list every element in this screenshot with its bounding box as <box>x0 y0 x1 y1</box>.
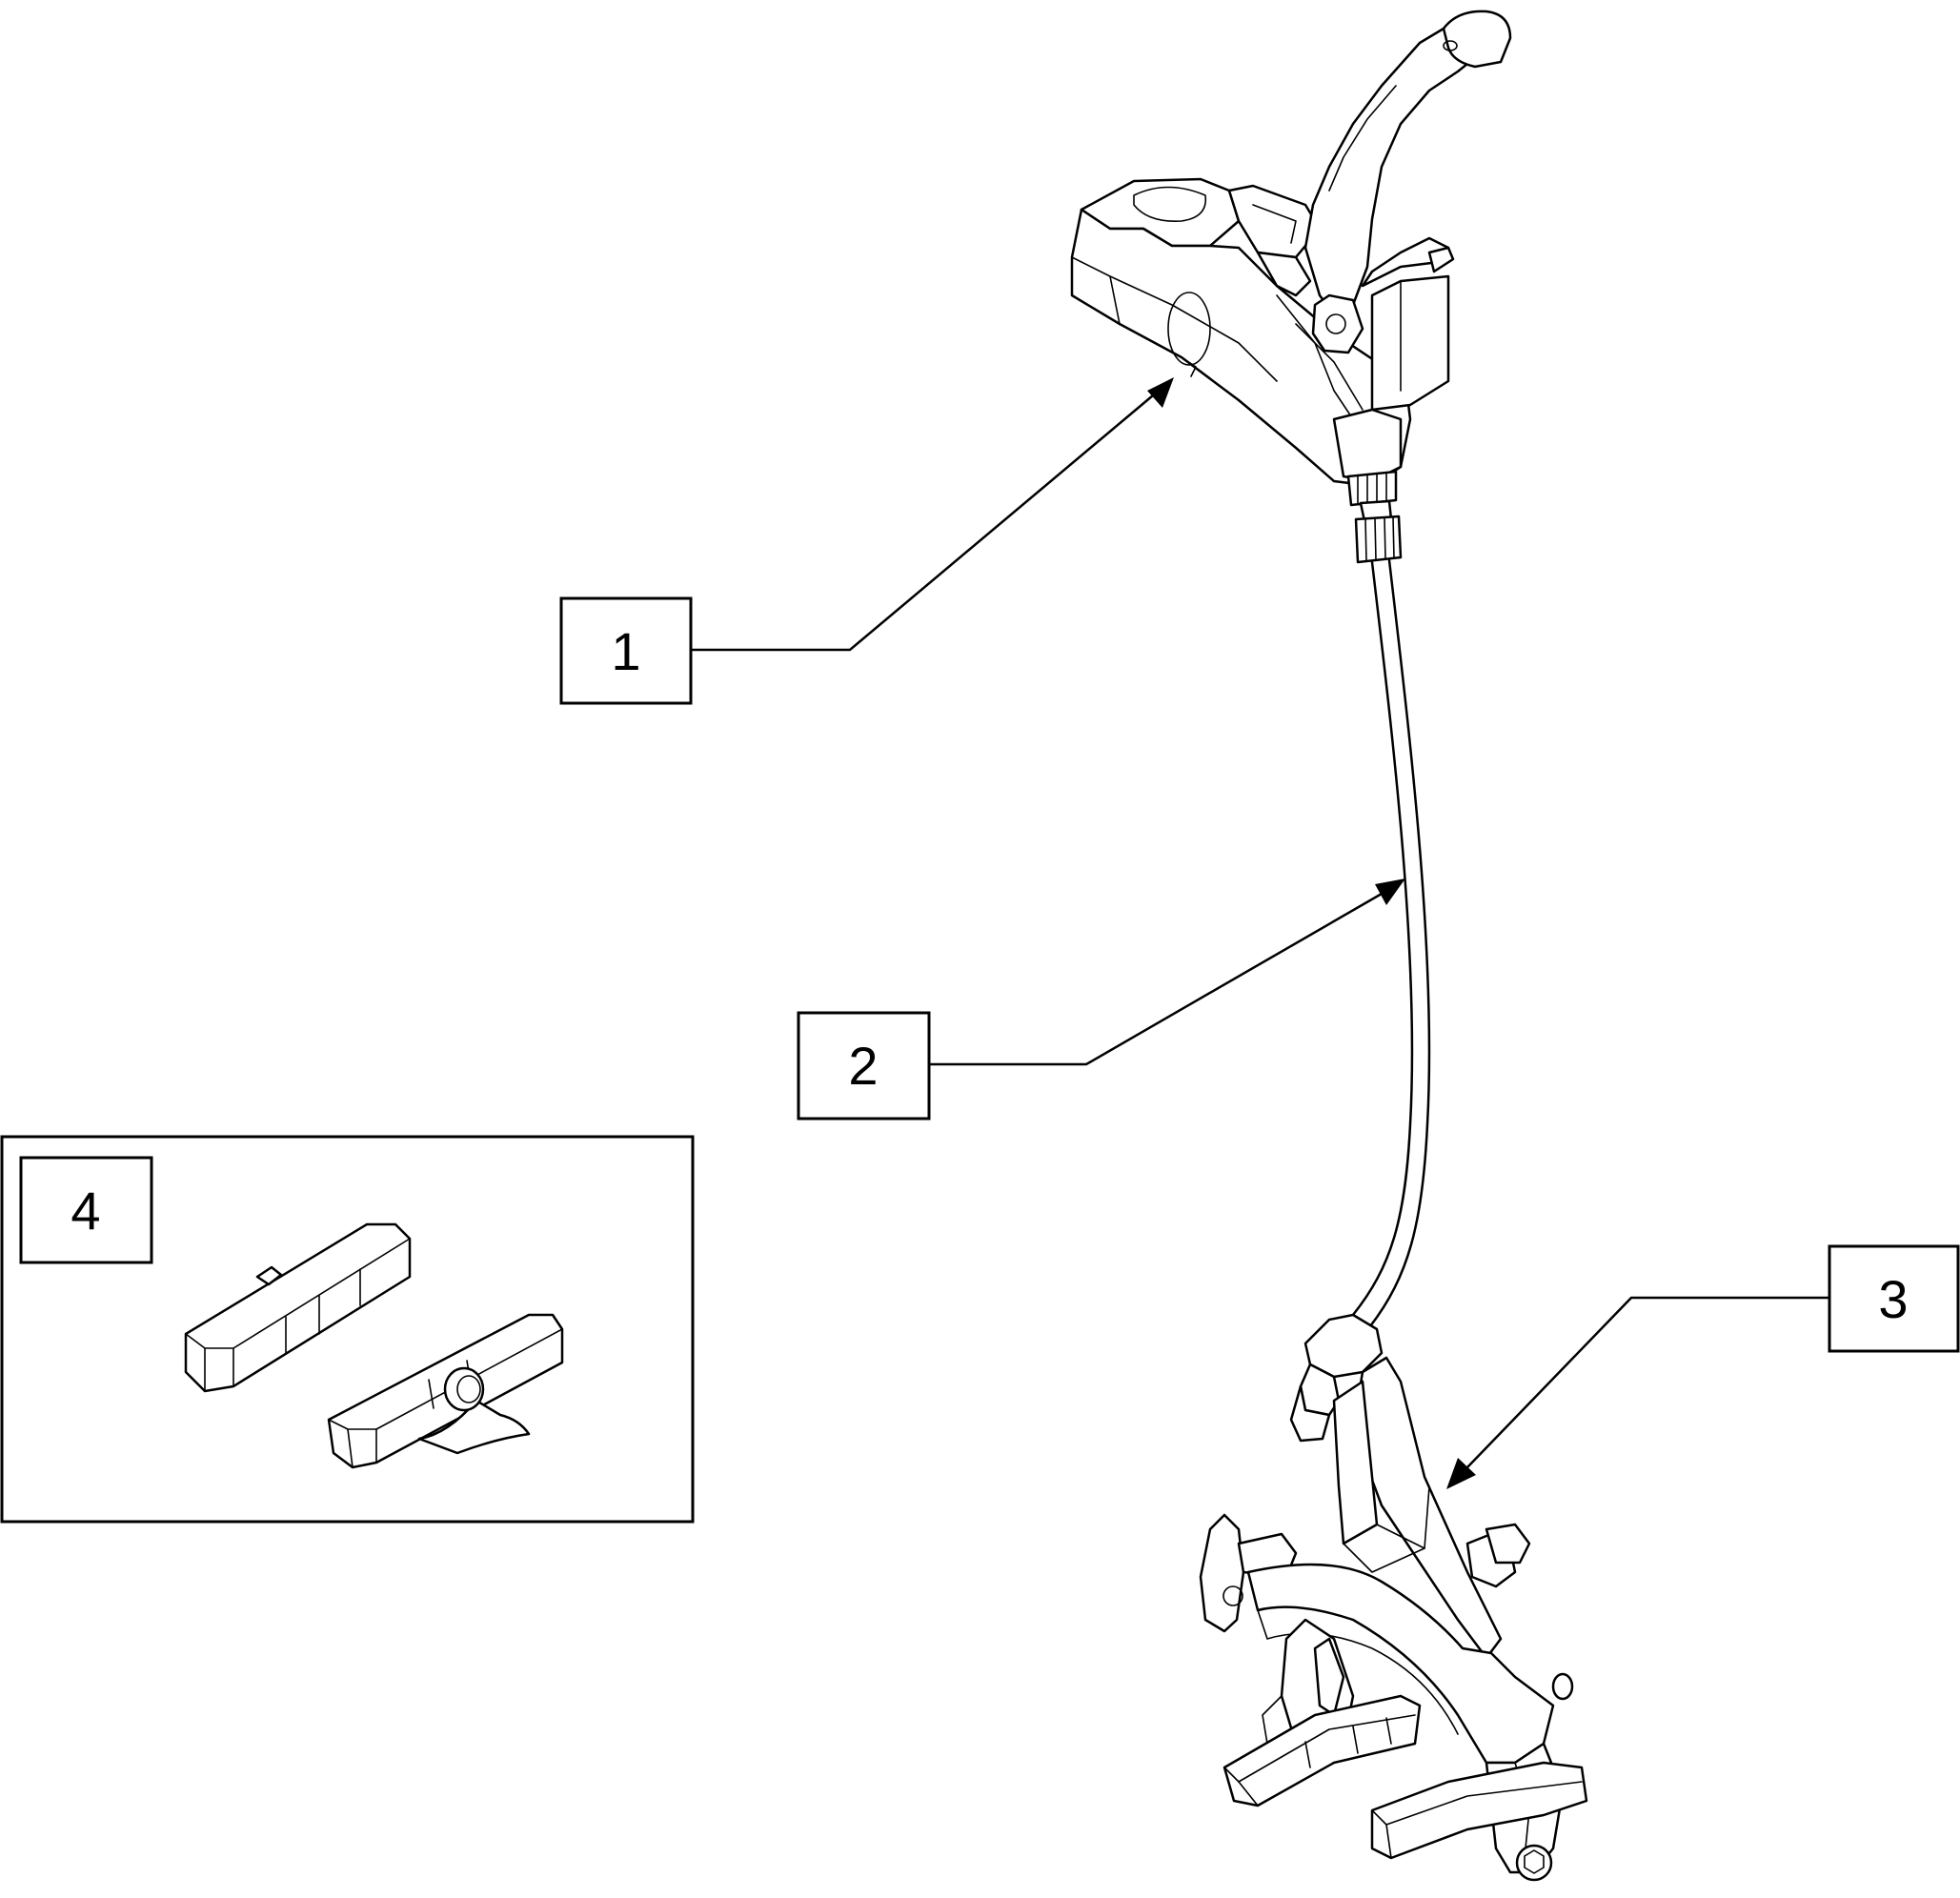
callout-4: 4 <box>19 1156 153 1264</box>
brake-lever-icon <box>1070 10 1512 564</box>
callout-4-label: 4 <box>71 1181 100 1241</box>
callout-2: 2 <box>797 878 1405 1121</box>
callout-1: 1 <box>559 377 1174 705</box>
callout-1-label: 1 <box>611 621 640 681</box>
callout-3: 3 <box>1446 1244 1960 1489</box>
callout-3-label: 3 <box>1878 1269 1908 1329</box>
brake-cable-icon <box>1351 558 1431 1328</box>
brake-caliper-icon <box>1199 1313 1588 1882</box>
brake-pads-icon <box>184 1222 564 1469</box>
callout-2-label: 2 <box>848 1036 878 1096</box>
